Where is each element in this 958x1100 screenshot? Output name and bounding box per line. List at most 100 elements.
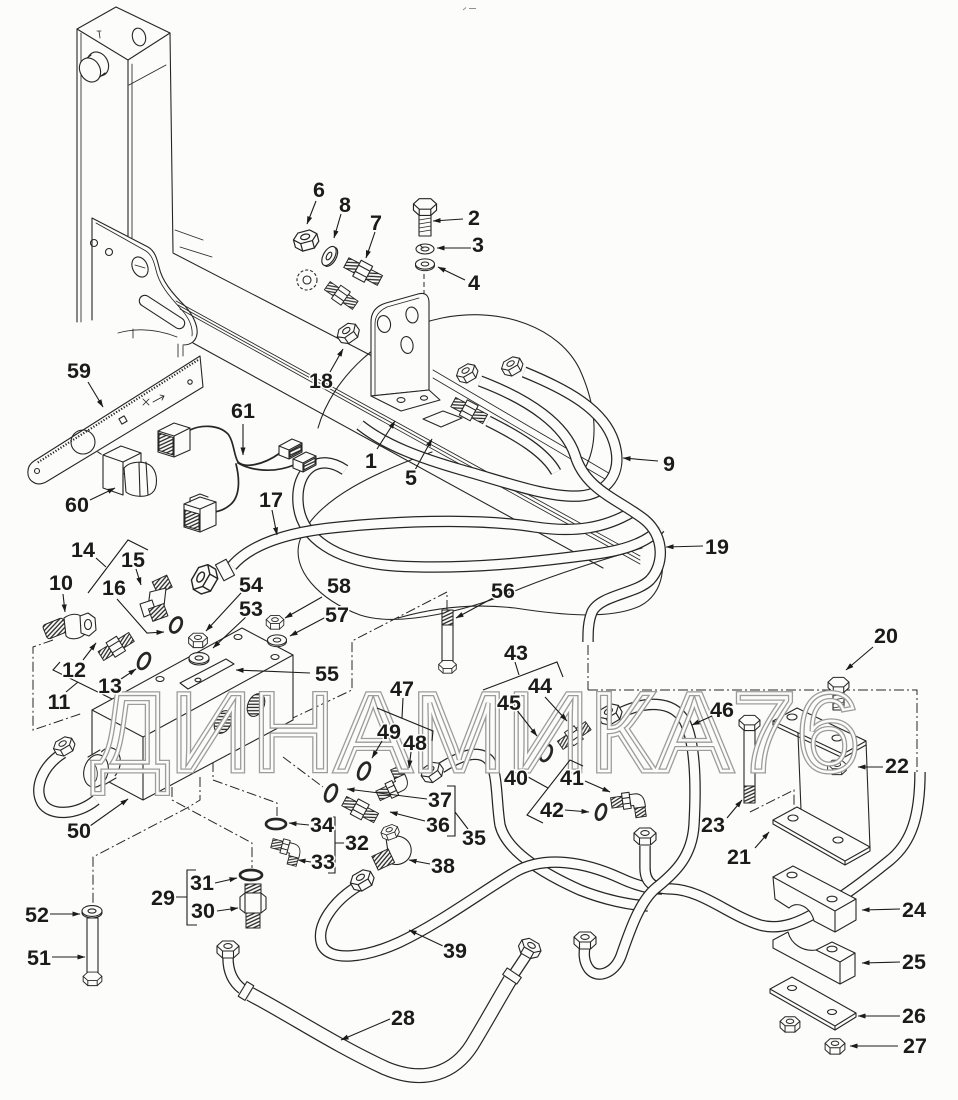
bracket-hole bbox=[787, 814, 799, 822]
callout-47: 47 bbox=[390, 677, 414, 701]
callout-14: 14 bbox=[71, 538, 95, 562]
leader-5 bbox=[414, 438, 433, 471]
callout-55: 55 bbox=[315, 662, 339, 686]
block-edges bbox=[91, 654, 294, 801]
callout-39: 39 bbox=[443, 939, 467, 963]
callout-17: 17 bbox=[259, 488, 283, 512]
callout-37: 37 bbox=[428, 788, 452, 812]
bolt-20 bbox=[827, 676, 850, 711]
callout-58: 58 bbox=[327, 574, 351, 598]
cable-loop-lower bbox=[397, 539, 664, 619]
nut-27 bbox=[824, 1038, 846, 1055]
fitting-threads bbox=[147, 602, 169, 622]
callout-27: 27 bbox=[903, 1034, 927, 1058]
post-pin bbox=[96, 30, 102, 39]
callout-5: 5 bbox=[405, 466, 417, 490]
assembly-bracket-32 bbox=[328, 816, 344, 874]
callout-24: 24 bbox=[902, 898, 926, 922]
clamp-body bbox=[772, 931, 856, 985]
bar-end-hole bbox=[33, 467, 41, 475]
harness-wire bbox=[189, 425, 281, 467]
plate-55-hole bbox=[194, 677, 202, 683]
adapter-hex bbox=[239, 892, 267, 914]
leader-18 bbox=[329, 348, 344, 373]
harness-connector-c bbox=[292, 451, 317, 473]
knob-sides bbox=[87, 749, 117, 786]
bracket-top-flange-edge bbox=[772, 720, 867, 759]
bolt-shank bbox=[86, 917, 99, 975]
plate-hole-mark bbox=[134, 264, 146, 269]
callout-11: 11 bbox=[48, 690, 71, 714]
hose-17-end bbox=[187, 558, 236, 598]
leader-41 bbox=[584, 780, 611, 793]
callout-6: 6 bbox=[313, 178, 325, 202]
bar-marking bbox=[142, 394, 165, 406]
callout-7: 7 bbox=[370, 211, 382, 235]
leader-31 bbox=[214, 877, 238, 884]
clamp-plate-26 bbox=[769, 976, 857, 1031]
hose-nut bbox=[216, 940, 240, 959]
plate-pivot-hole bbox=[131, 256, 149, 278]
fittings bbox=[238, 718, 648, 929]
plate-bolt-hole bbox=[89, 238, 99, 248]
fitting-bore bbox=[83, 618, 93, 631]
leader-56 bbox=[455, 597, 494, 619]
assembly-brackets bbox=[52, 539, 584, 926]
leader-60 bbox=[89, 487, 116, 501]
callout-38: 38 bbox=[431, 854, 455, 878]
callout-59: 59 bbox=[67, 359, 91, 383]
leader-48 bbox=[407, 751, 413, 769]
callout-15: 15 bbox=[121, 548, 145, 572]
o-ring-49 bbox=[356, 761, 372, 781]
top-fasteners bbox=[291, 198, 438, 348]
elbow-fitting-15 bbox=[139, 574, 173, 622]
leader-39 bbox=[408, 929, 444, 947]
bracket-bottom-flange-edge bbox=[772, 819, 871, 866]
post-outline bbox=[76, 6, 174, 323]
star-washer-hole bbox=[302, 275, 312, 285]
leader-54 bbox=[205, 592, 242, 632]
o-ring-31 bbox=[238, 868, 264, 882]
callout-21: 21 bbox=[727, 845, 751, 869]
leader-59 bbox=[87, 381, 104, 408]
mounting-bracket-21 bbox=[772, 707, 871, 866]
assembly-bracket-40 bbox=[526, 759, 584, 824]
cable-loop-left bbox=[297, 451, 643, 620]
leader-16 bbox=[116, 598, 165, 636]
bar-body bbox=[27, 355, 204, 485]
leader-28 bbox=[340, 1018, 391, 1041]
centerline-fitting-30 bbox=[171, 787, 253, 868]
centerline-bolt-56 bbox=[277, 591, 448, 726]
bracket-1 bbox=[370, 292, 441, 412]
callout-20: 20 bbox=[874, 624, 898, 648]
adapter-30 bbox=[239, 883, 267, 929]
nut-27 bbox=[779, 1016, 801, 1033]
connector-pins bbox=[158, 432, 174, 456]
bracket-hole bbox=[405, 306, 419, 324]
leader-45 bbox=[515, 708, 538, 737]
callout-22: 22 bbox=[885, 754, 909, 778]
leader-12 bbox=[82, 642, 97, 661]
callout-41: 41 bbox=[560, 766, 584, 790]
centerline-bolt-23 bbox=[749, 789, 795, 813]
leader-19 bbox=[665, 544, 704, 550]
bracket-hole bbox=[786, 713, 798, 721]
connector-edges bbox=[278, 442, 303, 460]
switch-knob-grip bbox=[138, 461, 149, 497]
leader-57 bbox=[289, 616, 327, 637]
centerline-fitting-10 bbox=[32, 639, 84, 731]
leader-25 bbox=[861, 960, 901, 966]
leader-9 bbox=[622, 456, 659, 462]
callout-51: 51 bbox=[27, 946, 51, 970]
callout-48: 48 bbox=[403, 731, 427, 755]
frame-post bbox=[76, 6, 213, 358]
o-ring-13 bbox=[136, 651, 152, 671]
callout-8: 8 bbox=[339, 193, 351, 217]
harness-connector-a bbox=[157, 422, 191, 458]
bolt-head bbox=[82, 971, 103, 987]
switch-knob bbox=[123, 461, 158, 497]
leader-36 bbox=[389, 811, 426, 822]
centerline-oring-34 bbox=[212, 762, 278, 816]
watermark-text-outline: ДИНАМИКА76 bbox=[92, 670, 860, 795]
washer-53 bbox=[188, 652, 210, 666]
